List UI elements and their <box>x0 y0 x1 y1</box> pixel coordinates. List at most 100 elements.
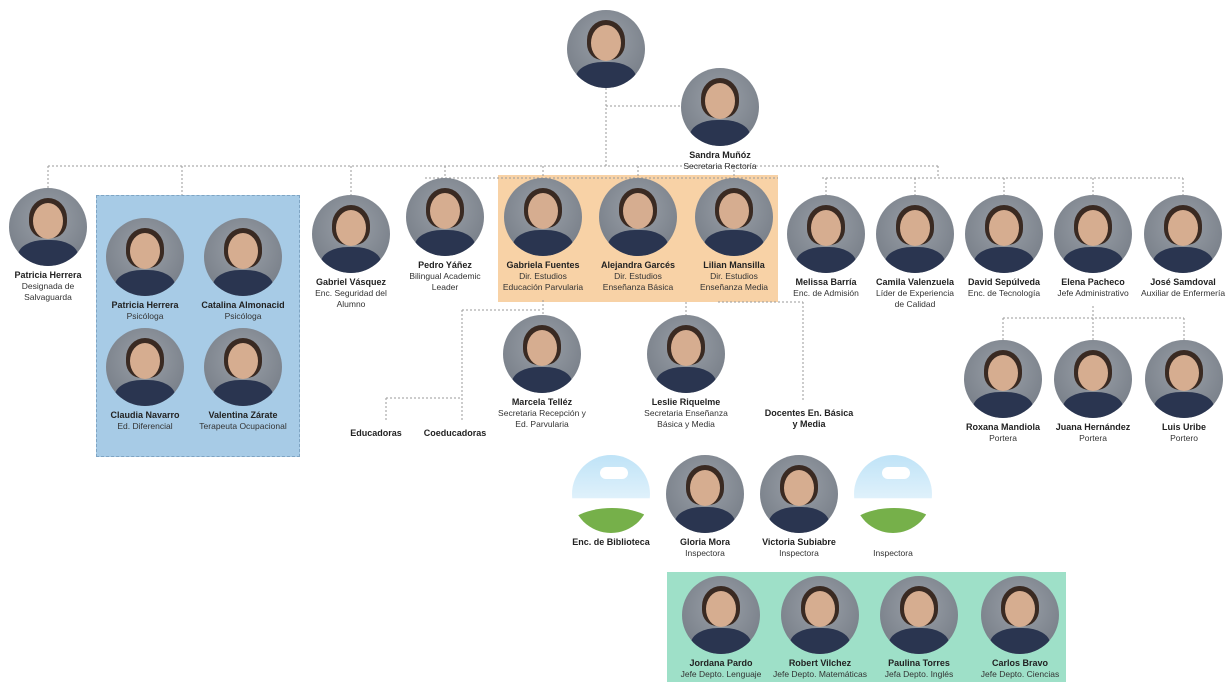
profile-photo <box>1145 340 1223 418</box>
profile-photo <box>876 195 954 273</box>
person-name: Gabriel Vásquez <box>315 277 387 287</box>
person-role: Jefe Administrativo <box>1057 288 1129 298</box>
person-role: Portera <box>1079 433 1107 443</box>
profile-photo <box>695 178 773 256</box>
person-role: Alumno <box>336 299 366 309</box>
profile-photo <box>599 178 677 256</box>
profile-photo <box>781 576 859 654</box>
person-name: Juana Hernández <box>1055 422 1131 432</box>
org-node-inspectora-vacante: Inspectora <box>833 455 953 559</box>
profile-photo <box>312 195 390 273</box>
person-role: Jefe Depto. Matemáticas <box>772 669 867 679</box>
org-node-rectora <box>546 10 666 88</box>
person-role: Terapeuta Ocupacional <box>199 421 287 431</box>
person-name: Luis Uribe <box>1161 422 1206 432</box>
person-name: Carlos Bravo <box>991 658 1049 668</box>
group-label-line: Educadoras <box>350 428 402 438</box>
person-role: Inspectora <box>685 548 725 558</box>
profile-photo <box>965 195 1043 273</box>
person-name: Enc. de Biblioteca <box>572 537 650 547</box>
person-role: Enc. Seguridad del <box>315 288 387 298</box>
person-role: Básica y Media <box>657 419 715 429</box>
profile-photo <box>964 340 1042 418</box>
person-name: Melissa Barría <box>795 277 857 287</box>
person-role: Secretaria Enseñanza <box>644 408 728 418</box>
profile-photo <box>647 315 725 393</box>
person-role: Enc. de Admisión <box>793 288 859 298</box>
person-name: Valentina Zárate <box>208 410 278 420</box>
person-role: de Calidad <box>894 299 936 309</box>
person-role: Psicóloga <box>224 311 262 321</box>
person-role: Educación Parvularia <box>502 282 584 292</box>
person-role: Dir. Estudios <box>519 271 567 281</box>
person-role: Líder de Experiencia <box>876 288 954 298</box>
person-name: Robert Vilchez <box>788 658 852 668</box>
profile-photo <box>1054 340 1132 418</box>
person-role: Dir. Estudios <box>614 271 662 281</box>
person-name: Patricia Herrera <box>14 270 82 280</box>
person-role: Psicóloga <box>126 311 164 321</box>
person-name: Gabriela Fuentes <box>506 260 580 270</box>
person-name: Alejandra Garcés <box>600 260 676 270</box>
profile-photo <box>682 576 760 654</box>
group-label-coeducadoras: Coeducadoras <box>424 428 487 439</box>
person-name: Claudia Navarro <box>110 410 180 420</box>
profile-photo <box>760 455 838 533</box>
person-name: Leslie Riquelme <box>651 397 721 407</box>
person-role: Jefe Depto. Lenguaje <box>680 669 762 679</box>
person-role: Enc. de Tecnología <box>967 288 1041 298</box>
person-role: Bilingual Academic <box>409 271 481 281</box>
person-role: Salvaguarda <box>24 292 72 302</box>
image-placeholder-icon <box>854 455 932 533</box>
group-label-line: y Media <box>792 419 826 429</box>
person-name: José Samdoval <box>1150 277 1216 287</box>
person-name: Catalina Almonacid <box>201 300 285 310</box>
group-label-line: Docentes En. Básica <box>764 408 854 418</box>
person-name: Sandra Muñóz <box>689 150 751 160</box>
person-role: Ed. Diferencial <box>117 421 173 431</box>
person-role: Inspectora <box>873 548 913 558</box>
profile-photo <box>106 328 184 406</box>
profile-photo <box>681 68 759 146</box>
profile-photo <box>787 195 865 273</box>
person-name: Patricia Herrera <box>111 300 179 310</box>
person-role: Enseñanza Básica <box>602 282 674 292</box>
person-role: Enseñanza Media <box>699 282 769 292</box>
person-name: Gloria Mora <box>679 537 730 547</box>
person-name: Paulina Torres <box>888 658 950 668</box>
group-label-educadoras: Educadoras <box>350 428 402 439</box>
person-role: Jefe Depto. Ciencias <box>980 669 1060 679</box>
person-name: Pedro Yáñez <box>418 260 472 270</box>
profile-photo <box>406 178 484 256</box>
person-name: Lilian Mansilla <box>703 260 765 270</box>
person-name: Victoria Subiabre <box>762 537 836 547</box>
profile-photo <box>666 455 744 533</box>
person-role: Secretaria Recepción y <box>498 408 586 418</box>
profile-photo <box>9 188 87 266</box>
profile-photo <box>1054 195 1132 273</box>
person-role: Auxiliar de Enfermería <box>1140 288 1226 298</box>
